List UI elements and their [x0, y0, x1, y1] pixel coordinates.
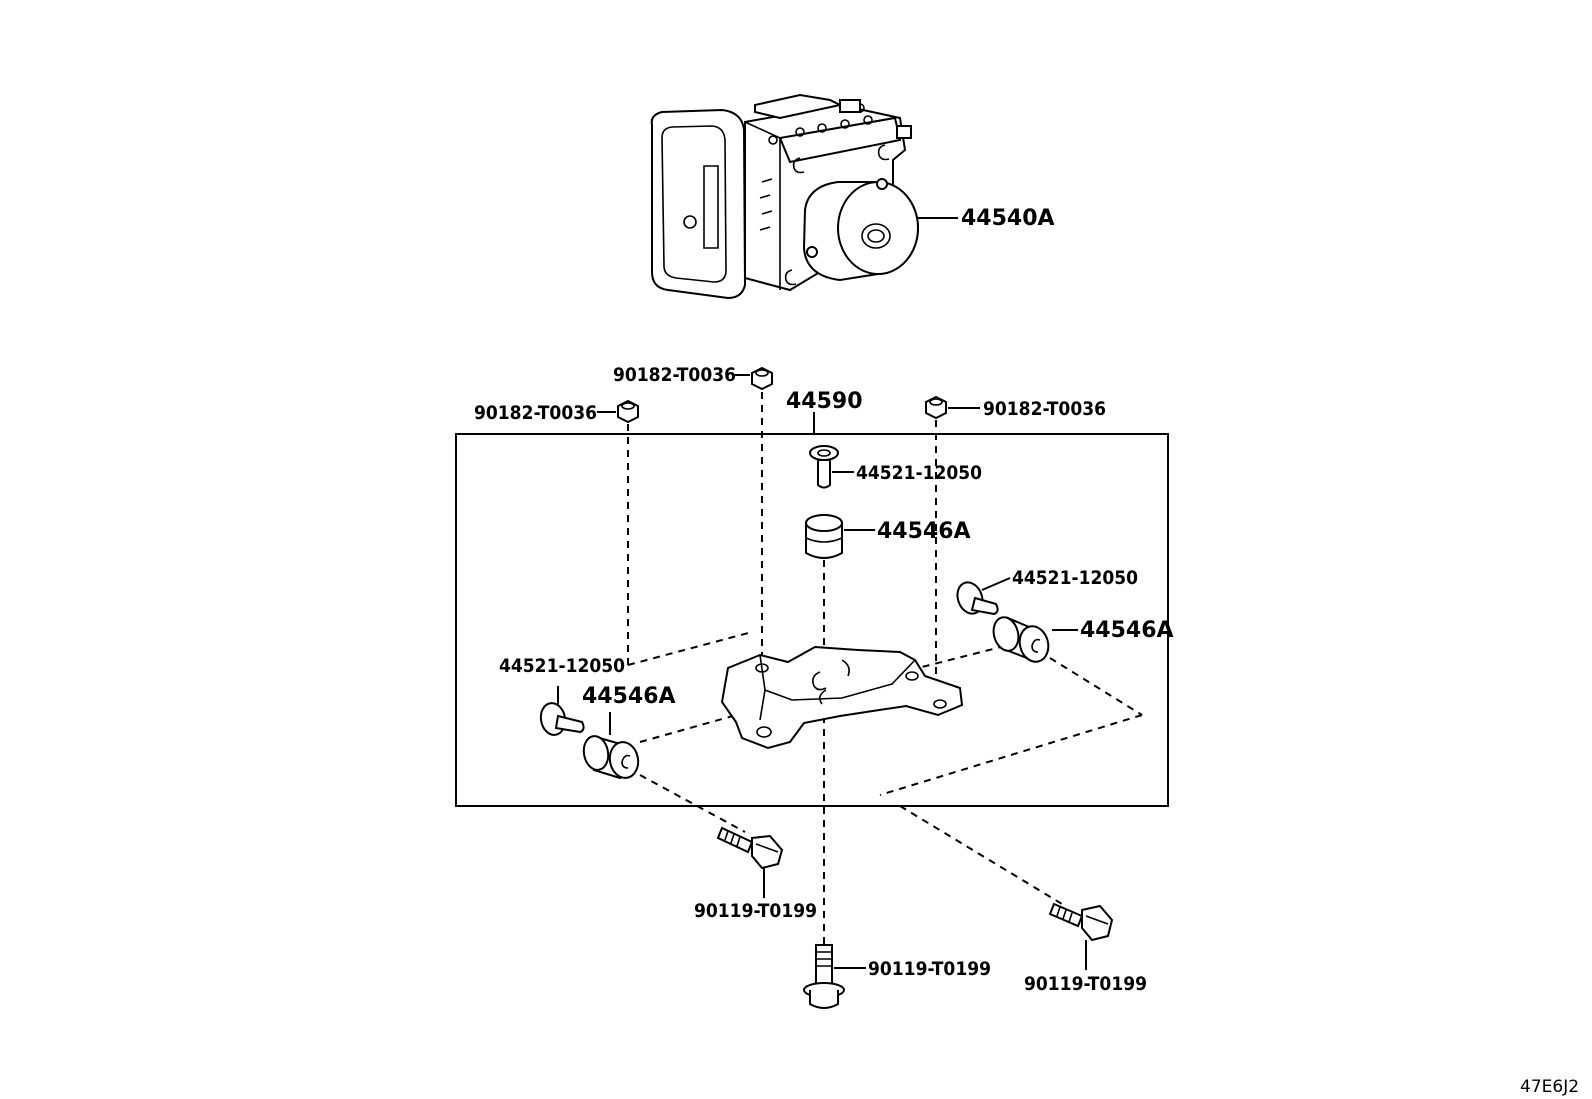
label-cushion-right: 44546A: [1080, 618, 1174, 643]
nut-top-center-drawing: [751, 366, 773, 391]
figure-code: 47E6J2: [1520, 1077, 1579, 1097]
cushion-left-drawing: [582, 735, 640, 780]
label-cushion-top: 44546A: [877, 519, 971, 544]
collar-right-drawing: [956, 581, 999, 616]
nut-top-right-drawing: [925, 395, 947, 420]
label-bolt-center: 90119-T0199: [868, 958, 991, 980]
label-44590: 44590: [786, 389, 863, 414]
label-cushion-left: 44546A: [582, 684, 676, 709]
bolt-left-drawing: [716, 826, 784, 870]
bolt-right-drawing: [1048, 902, 1114, 942]
label-44540a: 44540A: [961, 206, 1055, 231]
label-nut-top-center: 90182-T0036: [613, 364, 736, 386]
collar-top-drawing: [809, 445, 839, 489]
mounting-bracket-drawing: [720, 645, 964, 750]
bolt-center-drawing: [803, 944, 845, 1009]
label-nut-top-left: 90182-T0036: [474, 402, 597, 424]
collar-left-drawing: [539, 702, 585, 736]
nut-top-left-drawing: [617, 399, 639, 424]
label-collar-right: 44521-12050: [1012, 567, 1138, 589]
bracket-assembly-frame: [455, 433, 1169, 807]
label-bolt-left: 90119-T0199: [694, 900, 817, 922]
cushion-top-drawing: [805, 514, 843, 559]
label-nut-top-right: 90182-T0036: [983, 398, 1106, 420]
label-bolt-right: 90119-T0199: [1024, 973, 1147, 995]
label-collar-left: 44521-12050: [499, 655, 625, 677]
dashed-guide-lines: [627, 392, 1143, 945]
label-collar-top: 44521-12050: [856, 462, 982, 484]
abs-actuator-drawing: [650, 93, 958, 300]
cushion-right-drawing: [992, 616, 1050, 663]
